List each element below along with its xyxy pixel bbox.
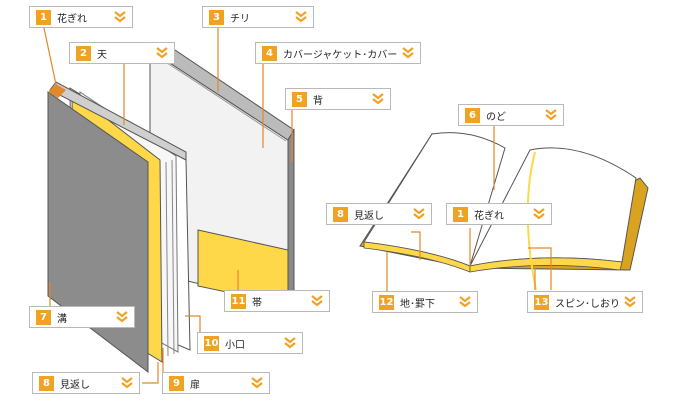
label-text: チリ: [230, 13, 250, 25]
double-chevron-down-icon: [622, 295, 638, 309]
label-tobira[interactable]: 9 扉: [162, 372, 270, 394]
double-chevron-down-icon: [293, 10, 309, 24]
label-chiri[interactable]: 3 チリ: [202, 6, 314, 28]
label-text: 帯: [252, 297, 262, 309]
double-chevron-down-icon: [112, 10, 128, 24]
label-number: 8: [39, 375, 54, 391]
label-text: 見返し: [354, 210, 384, 222]
label-mikaeshi-open[interactable]: 8 見返し: [326, 203, 432, 225]
label-cover-jacket[interactable]: 4 カバージャケット･カバー: [255, 42, 421, 64]
label-number: 11: [231, 293, 246, 309]
double-chevron-down-icon: [370, 92, 386, 106]
double-chevron-down-icon: [114, 310, 130, 324]
label-nodo[interactable]: 6 のど: [458, 104, 564, 126]
label-koguchi[interactable]: 10 小口: [197, 332, 303, 354]
label-number: 1: [36, 9, 51, 25]
label-se[interactable]: 5 背: [285, 88, 391, 110]
label-text: 地･罫下: [400, 298, 435, 310]
label-number: 8: [333, 206, 348, 222]
label-number: 5: [292, 91, 307, 107]
label-number: 7: [36, 309, 51, 325]
label-chi-keshita[interactable]: 12 地･罫下: [372, 291, 478, 313]
label-text: 扉: [190, 379, 200, 391]
closed-book-front: [47, 81, 191, 374]
double-chevron-down-icon: [543, 108, 559, 122]
double-chevron-down-icon: [249, 376, 265, 390]
double-chevron-down-icon: [400, 46, 416, 60]
label-text: カバージャケット･カバー: [283, 49, 398, 61]
label-text: 花ぎれ: [57, 13, 87, 25]
double-chevron-down-icon: [154, 46, 170, 60]
label-hanagire-open[interactable]: 1 花ぎれ: [446, 203, 552, 225]
label-number: 2: [76, 45, 91, 61]
double-chevron-down-icon: [309, 294, 325, 308]
leader-lines: [43, 27, 552, 384]
double-chevron-down-icon: [282, 336, 298, 350]
label-text: スピン･しおり: [555, 298, 620, 310]
label-number: 13: [534, 294, 549, 310]
double-chevron-down-icon: [457, 295, 473, 309]
label-text: 小口: [225, 339, 245, 351]
label-text: 溝: [57, 313, 67, 325]
double-chevron-down-icon: [411, 207, 427, 221]
label-number: 9: [169, 375, 184, 391]
label-text: のど: [486, 111, 506, 123]
label-mizo[interactable]: 7 溝: [29, 306, 135, 328]
label-text: 見返し: [60, 379, 90, 391]
label-number: 6: [465, 107, 480, 123]
label-text: 背: [313, 95, 323, 107]
label-mikaeshi[interactable]: 8 見返し: [32, 372, 140, 394]
label-number: 10: [204, 335, 219, 351]
label-text: 天: [97, 49, 107, 61]
double-chevron-down-icon: [119, 376, 135, 390]
label-hanagire[interactable]: 1 花ぎれ: [29, 6, 133, 28]
label-number: 4: [262, 45, 277, 61]
label-text: 花ぎれ: [474, 210, 504, 222]
label-number: 12: [379, 294, 394, 310]
label-number: 3: [209, 9, 224, 25]
label-ten[interactable]: 2 天: [69, 42, 175, 64]
double-chevron-down-icon: [531, 207, 547, 221]
label-number: 1: [453, 206, 468, 222]
label-obi[interactable]: 11 帯: [224, 290, 330, 312]
label-spin-shiori[interactable]: 13 スピン･しおり: [527, 291, 643, 313]
